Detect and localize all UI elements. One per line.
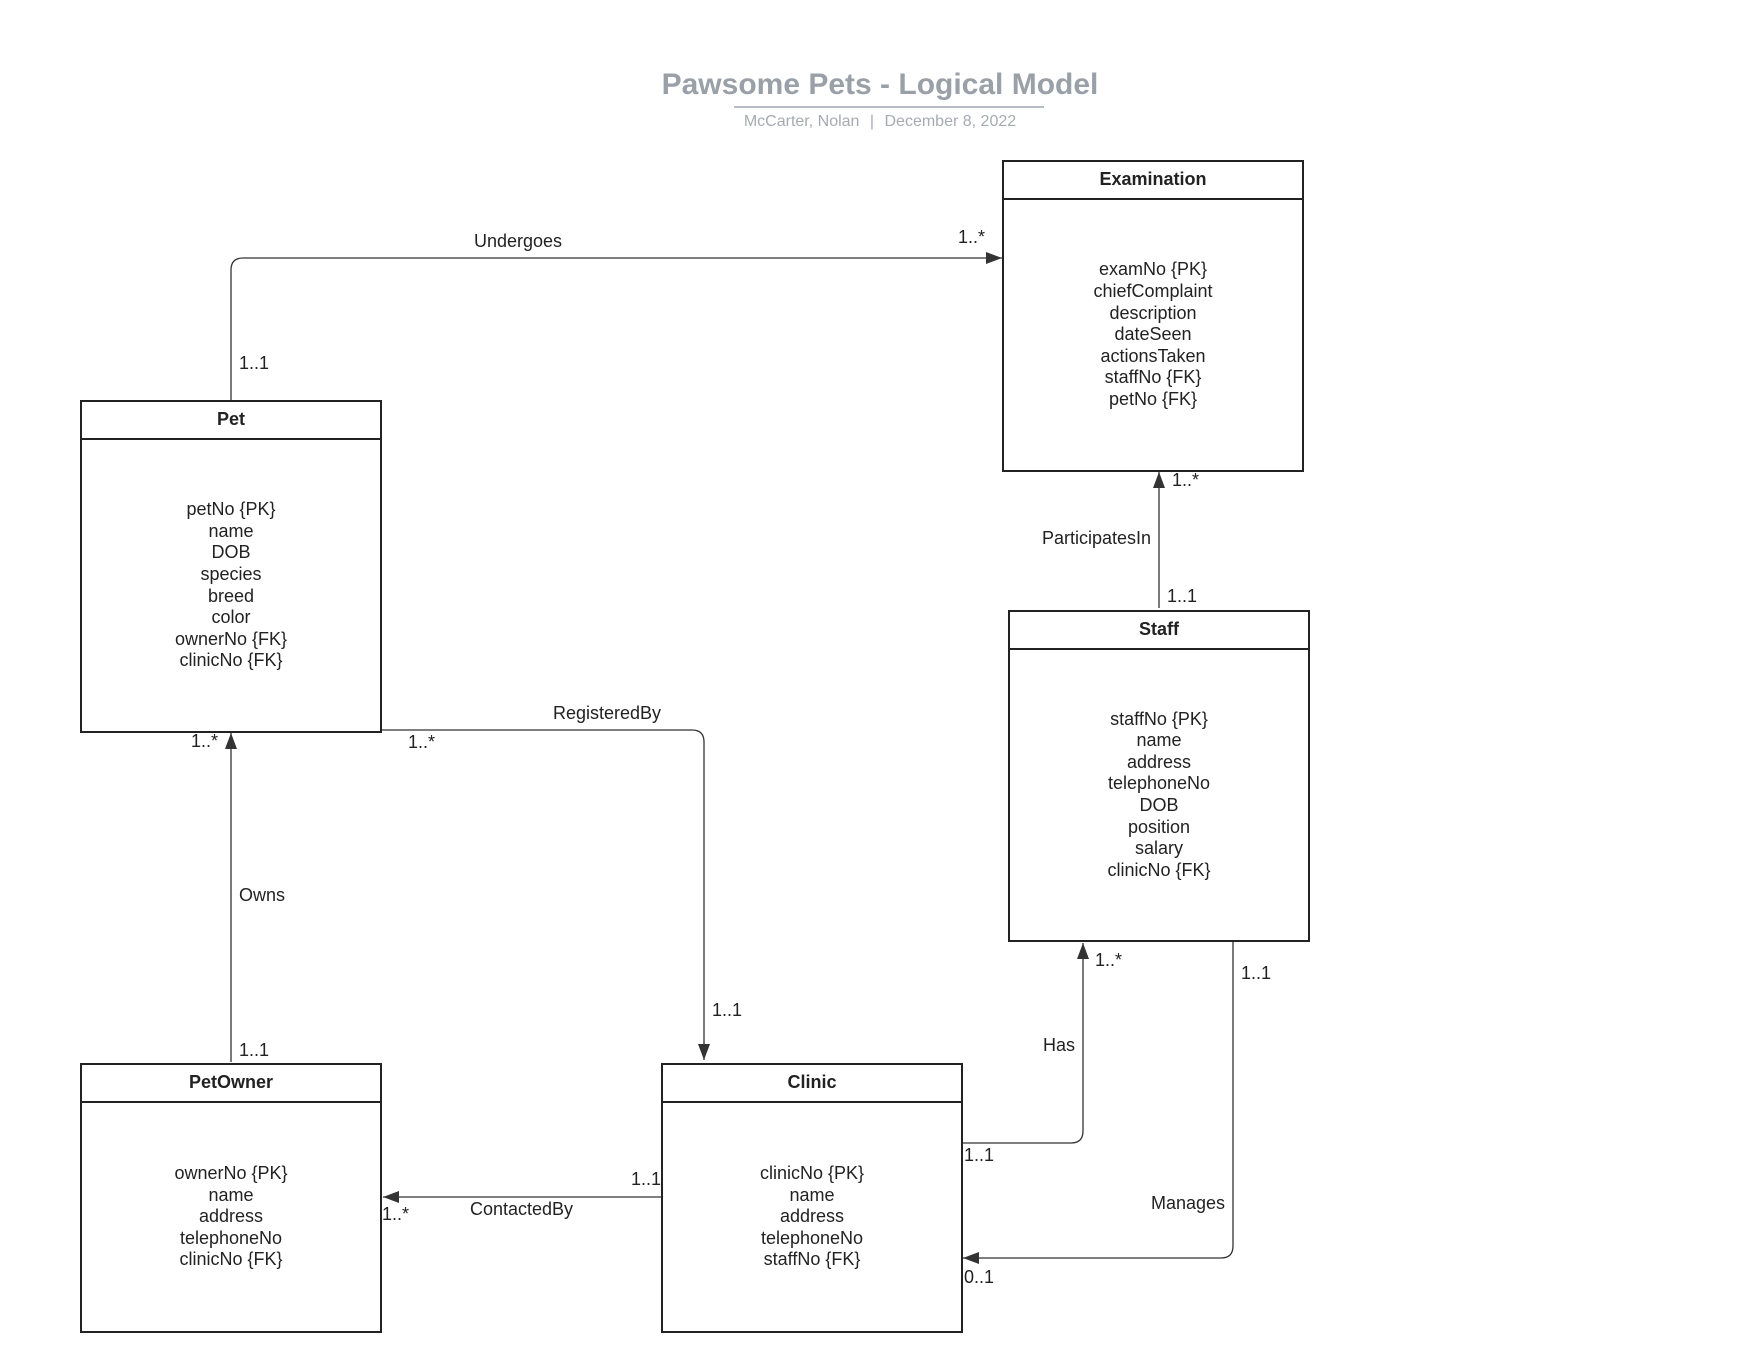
attribute-list: clinicNo {PK} name address telephoneNo s… [663, 1103, 961, 1331]
participates-in-mult-examination: 1..* [1172, 470, 1200, 490]
attribute: DOB [211, 542, 251, 563]
undergoes-label: Undergoes [474, 231, 563, 251]
entity-petowner[interactable]: PetOwner ownerNo {PK} name address telep… [80, 1063, 382, 1333]
attribute: address [198, 1206, 264, 1227]
attribute: staffNo {PK} [1110, 708, 1208, 729]
attribute: address [1126, 751, 1192, 772]
registered-by-connector [380, 729, 710, 1060]
attribute: telephoneNo [760, 1227, 864, 1248]
diagram-title: Pawsome Pets - Logical Model [661, 68, 1099, 101]
owns-mult-pet: 1..* [191, 731, 219, 751]
manages-label: Manages [1151, 1193, 1226, 1213]
has-connector [962, 943, 1089, 1144]
attribute: chiefComplaint [1093, 281, 1213, 302]
manages-mult-clinic: 0..1 [964, 1267, 995, 1287]
attribute: species [200, 563, 262, 584]
attribute-list: examNo {PK} chiefComplaint description d… [1004, 200, 1302, 470]
entity-examination[interactable]: Examination examNo {PK} chiefComplaint d… [1002, 160, 1304, 472]
attribute: dateSeen [1114, 324, 1192, 345]
diagram-subtitle: McCarter, Nolan | December 8, 2022 [0, 113, 1760, 131]
registered-by-mult-pet: 1..* [408, 732, 436, 752]
entity-pet[interactable]: Pet petNo {PK} name DOB species breed co… [80, 400, 382, 733]
undergoes-mult-examination: 1..* [958, 227, 986, 247]
attribute: actionsTaken [1100, 345, 1206, 366]
attribute: petNo {PK} [186, 499, 276, 520]
attribute: staffNo {FK} [1104, 367, 1202, 388]
owns-label: Owns [239, 885, 286, 905]
attribute: description [1109, 302, 1197, 323]
attribute: clinicNo {PK} [759, 1163, 865, 1184]
attribute: color [211, 607, 251, 628]
has-mult-clinic: 1..1 [964, 1145, 995, 1165]
registered-by-mult-clinic: 1..1 [712, 1000, 743, 1020]
undergoes-mult-pet: 1..1 [239, 353, 270, 373]
manages-connector [963, 941, 1234, 1264]
attribute-list: staffNo {PK} name address telephoneNo DO… [1010, 650, 1308, 940]
contacted-by-label: ContactedBy [470, 1199, 574, 1219]
author-name: McCarter, Nolan [743, 113, 860, 130]
attribute: position [1127, 816, 1191, 837]
participates-in-mult-staff: 1..1 [1167, 586, 1198, 606]
entity-staff[interactable]: Staff staffNo {PK} name address telephon… [1008, 610, 1310, 942]
contacted-by-mult-petowner: 1..* [382, 1204, 410, 1224]
attribute: examNo {PK} [1098, 259, 1208, 280]
entity-clinic[interactable]: Clinic clinicNo {PK} name address teleph… [661, 1063, 963, 1333]
entity-title: Pet [82, 402, 380, 440]
diagram-date: December 8, 2022 [884, 113, 1017, 130]
attribute: salary [1134, 838, 1183, 859]
attribute: name [208, 520, 254, 541]
attribute: address [779, 1206, 845, 1227]
attribute: telephoneNo [1107, 773, 1211, 794]
title-underline [734, 106, 1044, 108]
attribute: name [208, 1184, 254, 1205]
attribute: telephoneNo [179, 1227, 283, 1248]
entity-title: PetOwner [82, 1065, 380, 1103]
attribute: name [1136, 730, 1182, 751]
registered-by-label: RegisteredBy [553, 703, 662, 723]
owns-mult-petowner: 1..1 [239, 1040, 270, 1060]
entity-title: Examination [1004, 162, 1302, 200]
has-mult-staff: 1..* [1095, 950, 1123, 970]
attribute-list: petNo {PK} name DOB species breed color … [82, 440, 380, 731]
participates-in-label: ParticipatesIn [1042, 528, 1152, 548]
attribute: breed [207, 585, 255, 606]
subtitle-separator: | [869, 113, 875, 130]
attribute: staffNo {FK} [763, 1249, 861, 1270]
attribute: clinicNo {FK} [1107, 859, 1211, 880]
attribute: petNo {FK} [1108, 388, 1198, 409]
attribute-list: ownerNo {PK} name address telephoneNo cl… [82, 1103, 380, 1331]
entity-title: Staff [1010, 612, 1308, 650]
attribute: name [789, 1184, 835, 1205]
attribute: clinicNo {FK} [179, 1249, 283, 1270]
attribute: ownerNo {FK} [174, 628, 288, 649]
contacted-by-mult-clinic: 1..1 [631, 1169, 662, 1189]
entity-title: Clinic [663, 1065, 961, 1103]
attribute: DOB [1139, 795, 1179, 815]
has-label: Has [1043, 1035, 1076, 1055]
manages-mult-staff: 1..1 [1241, 963, 1272, 983]
attribute: clinicNo {FK} [179, 650, 283, 671]
undergoes-connector [230, 252, 1002, 400]
attribute: ownerNo {PK} [174, 1163, 288, 1184]
